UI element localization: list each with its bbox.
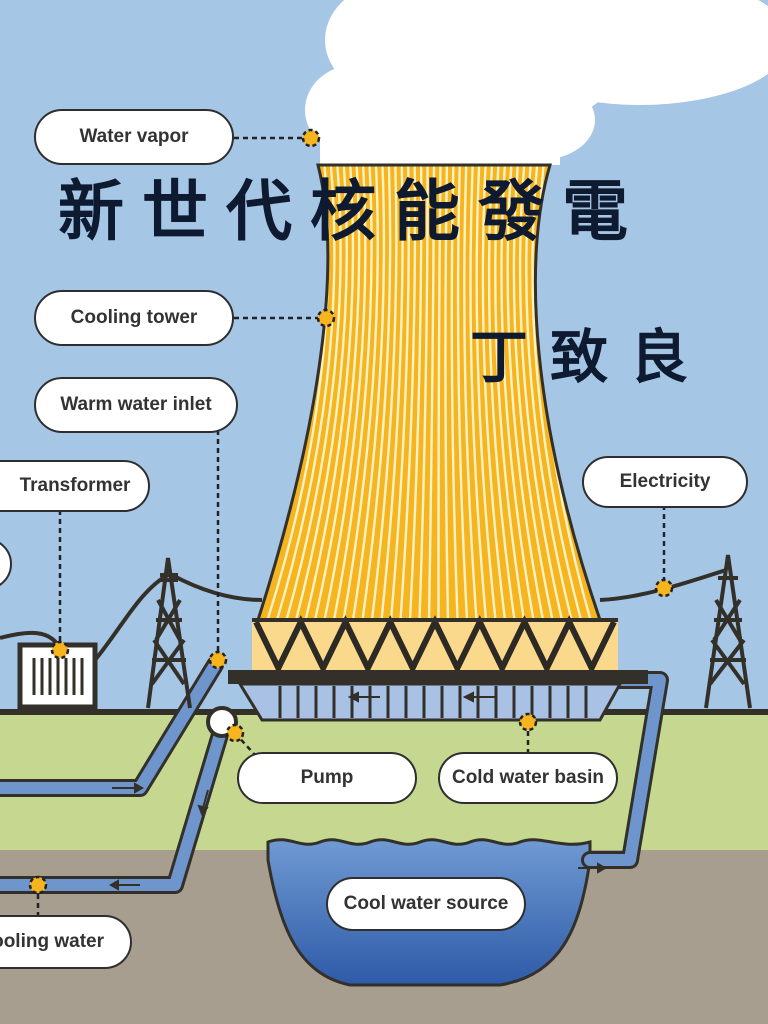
label-cool-water-source: Cool water source [326, 877, 526, 931]
label-cooling-tower: Cooling tower [34, 290, 234, 346]
label-transformer: Transformer [0, 460, 150, 512]
label-cooling-water: Cooling water [0, 915, 132, 969]
title-main: 新世代核能發電 [58, 172, 646, 250]
cold-water-basin [228, 670, 648, 722]
label-pump: Pump [237, 752, 417, 804]
vapor-cloud [305, 0, 768, 165]
label-warm-water-inlet: Warm water inlet [34, 377, 238, 433]
label-electricity: Electricity [582, 456, 748, 508]
title-author: 丁致良 [470, 323, 711, 391]
tower-stripes [258, 165, 600, 620]
flow-arrows [108, 782, 608, 891]
power-lines [0, 568, 727, 662]
right-pylon [704, 554, 752, 709]
label-water-vapor: Water vapor [34, 109, 234, 165]
tower-base-lattice [252, 615, 618, 675]
label-cold-water-basin: Cold water basin [438, 752, 618, 804]
callout-dots [28, 128, 674, 895]
cooling-tower-body [255, 163, 603, 622]
left-pylon [146, 557, 192, 709]
label-cooling-water-text: Cooling water [0, 931, 104, 952]
